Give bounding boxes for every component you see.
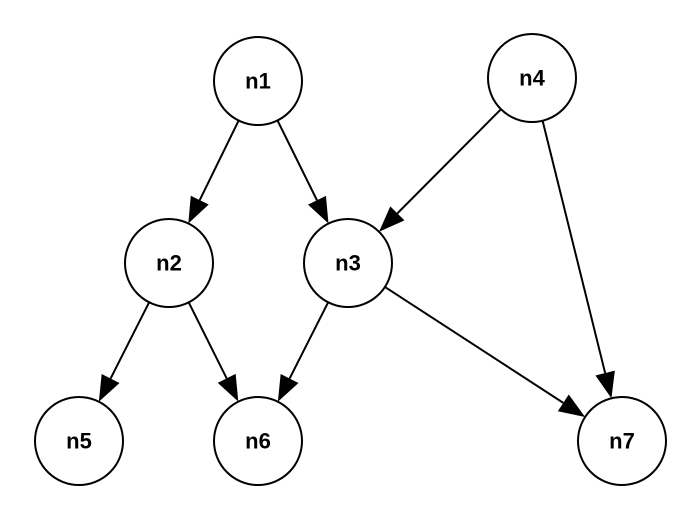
node-n3-circle <box>303 218 393 308</box>
node-n6-circle <box>213 396 303 486</box>
node-n7-circle <box>577 396 667 486</box>
edge-n2-n6-arrowhead <box>217 373 239 402</box>
node-n2-circle <box>124 218 214 308</box>
edge-n3-n6 <box>288 301 330 379</box>
node-n5-label: n5 <box>66 429 92 454</box>
edge-n1-n3-arrowhead <box>308 195 329 224</box>
node-n7-label: n7 <box>609 429 635 454</box>
node-n5-circle <box>34 396 124 486</box>
node-n4: n4 <box>487 33 577 123</box>
node-n4-circle <box>487 33 577 123</box>
node-n2-label: n2 <box>156 251 182 276</box>
edge-n2-n5 <box>109 301 151 379</box>
node-n2: n2 <box>124 218 214 308</box>
node-n5: n5 <box>34 396 124 486</box>
edge-n4-n7-arrowhead <box>595 370 615 399</box>
edge-n3-n6-arrowhead <box>277 374 299 402</box>
node-n6: n6 <box>213 396 303 486</box>
node-n7: n7 <box>577 396 667 486</box>
edge-n4-n3-arrowhead <box>379 206 405 232</box>
edge-n2-n6 <box>187 301 228 379</box>
node-n6-label: n6 <box>245 429 271 454</box>
node-n1-circle <box>213 36 303 126</box>
edge-n3-n7 <box>384 286 564 404</box>
edge-n4-n3 <box>396 108 502 215</box>
node-n1-label: n1 <box>245 69 271 94</box>
edge-n2-n5-arrowhead <box>98 374 120 402</box>
edge-n1-n2 <box>198 120 240 201</box>
edges <box>98 108 615 418</box>
edge-n1-n2-arrowhead <box>188 195 209 224</box>
edge-n4-n7 <box>541 120 607 374</box>
node-n3: n3 <box>303 218 393 308</box>
node-n1: n1 <box>213 36 303 126</box>
node-n3-label: n3 <box>335 251 361 276</box>
edge-n3-n7-arrowhead <box>557 394 586 418</box>
edge-n1-n3 <box>276 119 318 201</box>
node-n4-label: n4 <box>519 66 545 91</box>
